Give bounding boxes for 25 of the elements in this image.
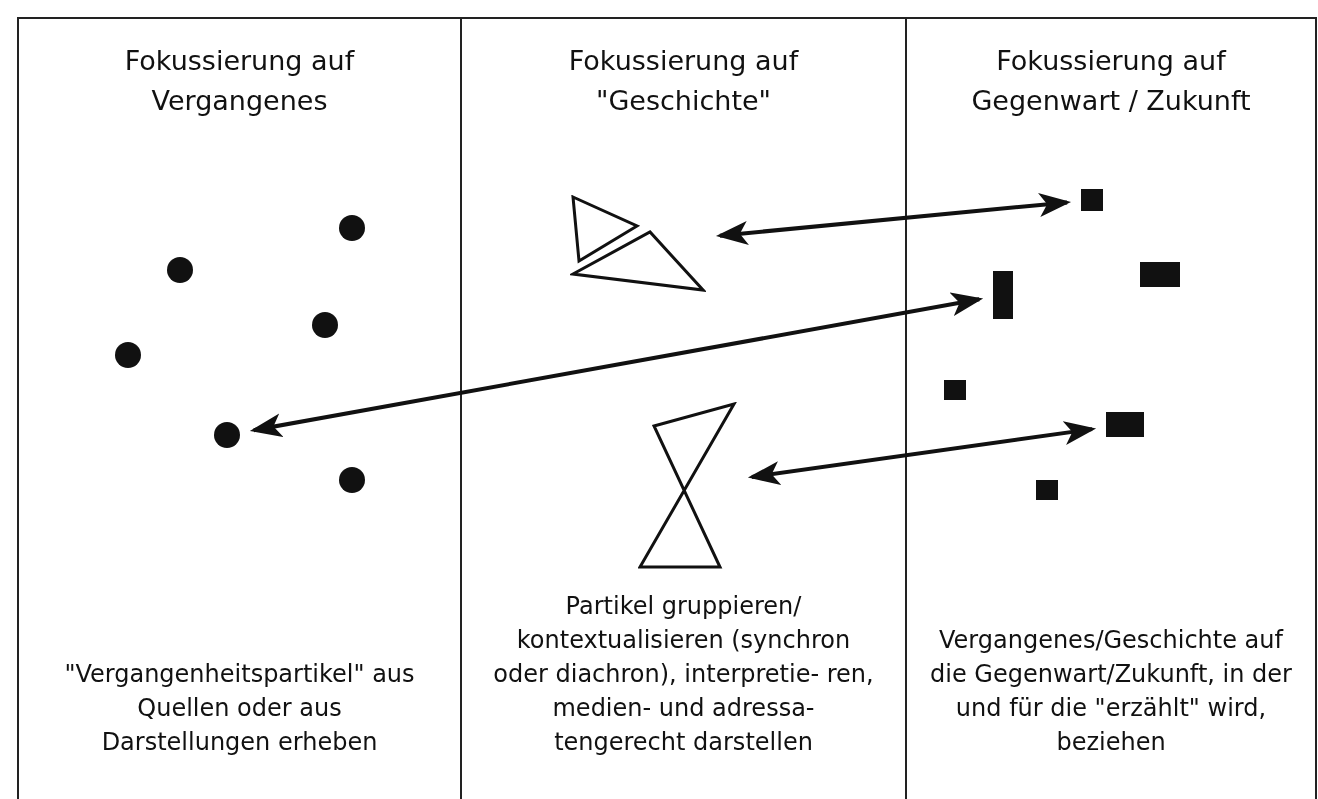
square-marker [1140, 262, 1180, 287]
double-arrow [249, 292, 984, 437]
column-panel [17, 17, 462, 799]
column-heading: Fokussierung auf Gegenwart / Zukunft [970, 44, 1252, 118]
square-marker [1106, 412, 1144, 437]
column-panel [905, 17, 1317, 799]
dot [167, 257, 193, 283]
double-arrow [747, 421, 1097, 485]
dot [339, 467, 365, 493]
dot [312, 312, 338, 338]
description-text: Vergangenes/Geschichte auf die Gegenwart/Zukunft, in der und für die "erzählt" wird, beziehen [929, 625, 1293, 758]
description-text: "Vergangenheitspartikel" aus Quellen oder aus Darstellungen erheben [63, 659, 416, 758]
dot [115, 342, 141, 368]
hourglass-shape [638, 402, 738, 570]
column-heading: Fokussierung auf "Geschichte" [567, 44, 800, 118]
column-heading: Fokussierung auf Vergangenes [123, 44, 356, 118]
triangle-pair [570, 195, 706, 292]
square-marker [1081, 189, 1103, 211]
square-marker [1036, 480, 1058, 500]
square-marker [993, 271, 1013, 319]
description-text: Partikel gruppieren/ kontextualisieren (synchron oder diachron), interpretie- ren, medien- und adressa- tengerecht darstellen [492, 591, 875, 758]
dot [214, 422, 240, 448]
square-marker [944, 380, 966, 400]
dot [339, 215, 365, 241]
double-arrow [715, 193, 1072, 245]
